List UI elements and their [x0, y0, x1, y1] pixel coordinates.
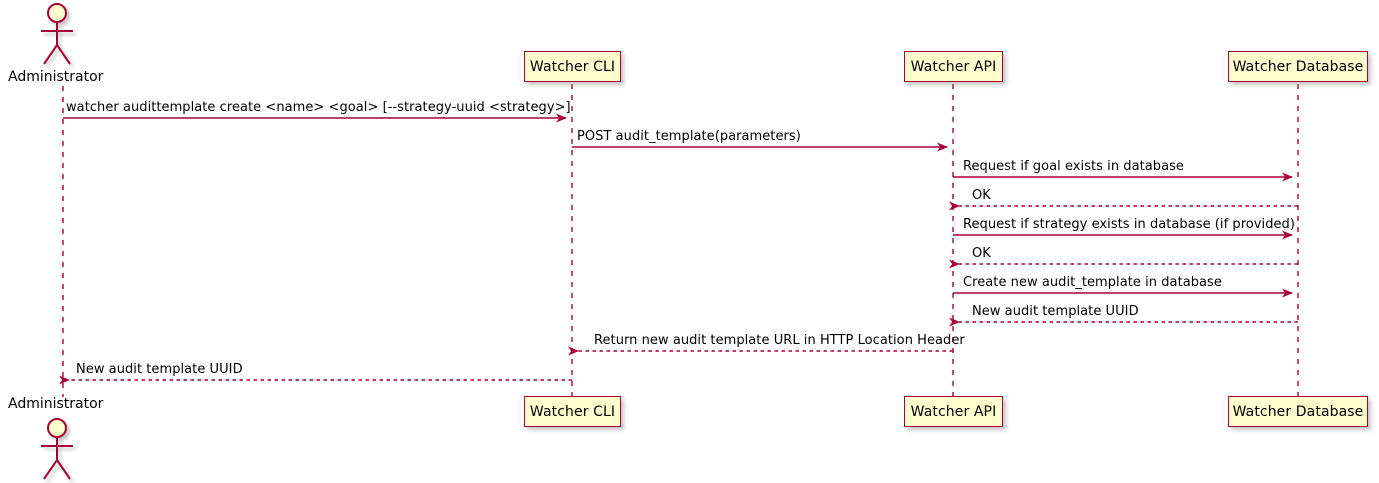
message-label-4: OK	[972, 188, 991, 203]
participant-footer-watcher-cli[interactable]: Watcher CLI	[524, 396, 621, 427]
participant-header-watcher-database-label: Watcher Database	[1232, 58, 1364, 75]
actor-administrator-top-label-text: Administrator	[8, 69, 104, 85]
message-label-8: New audit template UUID	[972, 304, 1139, 319]
actor-administrator-bottom-label-text: Administrator	[8, 396, 104, 412]
message-label-6: OK	[972, 246, 991, 261]
participant-footer-watcher-database[interactable]: Watcher Database	[1228, 396, 1368, 427]
participant-header-watcher-cli-label: Watcher CLI	[529, 58, 616, 75]
actor-administrator-top-figure	[41, 3, 73, 65]
participant-footer-watcher-database-label: Watcher Database	[1232, 403, 1364, 420]
participant-header-watcher-cli[interactable]: Watcher CLI	[524, 51, 621, 82]
message-arrows	[59, 113, 1298, 385]
message-label-10: New audit template UUID	[76, 362, 243, 377]
participant-header-watcher-api[interactable]: Watcher API	[904, 51, 1003, 82]
actor-administrator-bottom-figure	[41, 418, 73, 480]
message-label-7: Create new audit_template in database	[963, 275, 1222, 290]
participant-header-watcher-api-label: Watcher API	[910, 58, 997, 75]
actor-administrator-bottom-label: Administrator	[8, 396, 103, 412]
message-label-3: Request if goal exists in database	[963, 159, 1184, 174]
participant-footer-watcher-cli-label: Watcher CLI	[529, 403, 616, 420]
message-label-1: watcher audittemplate create <name> <goa…	[66, 100, 571, 115]
lifeline-group	[62, 84, 1299, 397]
message-label-5: Request if strategy exists in database (…	[963, 217, 1295, 232]
message-label-9: Return new audit template URL in HTTP Lo…	[594, 333, 965, 348]
message-label-2: POST audit_template(parameters)	[577, 129, 801, 144]
participant-footer-watcher-api[interactable]: Watcher API	[904, 396, 1003, 427]
participant-footer-watcher-api-label: Watcher API	[910, 403, 997, 420]
participant-header-watcher-database[interactable]: Watcher Database	[1228, 51, 1368, 82]
actor-administrator-top-label: Administrator	[8, 69, 103, 85]
